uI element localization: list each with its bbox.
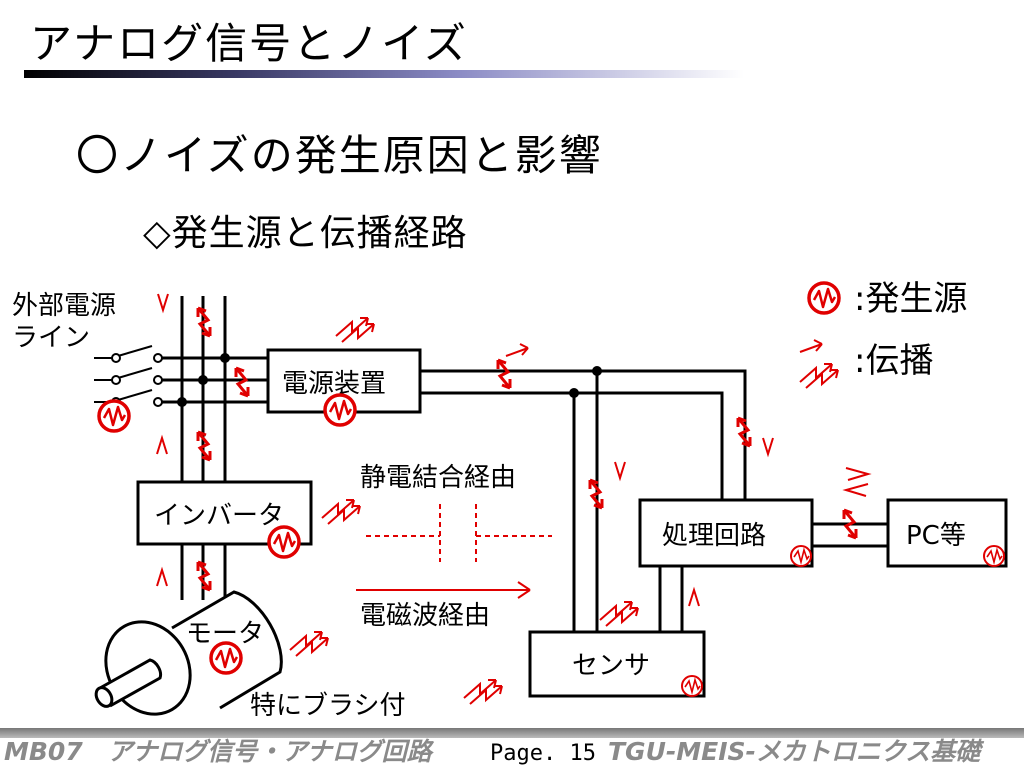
processing-circuit-box bbox=[638, 498, 814, 568]
propagation-arrow-icon bbox=[463, 679, 503, 705]
label-electrostatic-path: 静電結合経由 bbox=[360, 463, 516, 493]
label-pc: PC等 bbox=[906, 521, 966, 551]
noise-source-icon bbox=[209, 641, 243, 675]
electrostatic-coupling-lines bbox=[366, 504, 552, 562]
label-brush-note: 特にブラシ付 bbox=[250, 691, 405, 721]
footer-bar bbox=[0, 728, 1024, 738]
input-switch-lines bbox=[94, 345, 163, 407]
legend-arrow-icon bbox=[799, 339, 823, 353]
noise-source-small-icon bbox=[983, 545, 1005, 567]
legend-source-label: :発生源 bbox=[854, 279, 967, 319]
propagation-arrow-icon bbox=[289, 631, 329, 657]
footer-course: MB07 アナログ信号・アナログ回路 bbox=[4, 737, 432, 766]
sensor-box bbox=[528, 630, 706, 698]
down-arrow-icon bbox=[762, 437, 774, 455]
label-power-supply: 電源装置 bbox=[282, 369, 386, 399]
up-arrow-icon bbox=[156, 569, 168, 587]
up-arrow-icon bbox=[156, 437, 168, 455]
noise-source-icon bbox=[267, 525, 301, 559]
sub-heading: ◇発生源と伝播経路 bbox=[143, 213, 468, 254]
noise-bolt-icon bbox=[234, 366, 250, 398]
label-external-power-line: 外部電源 bbox=[12, 291, 116, 321]
propagation-arrow-icon bbox=[599, 601, 639, 627]
label-sensor: センサ bbox=[572, 651, 650, 681]
propagation-arrow-icon bbox=[335, 317, 375, 343]
label-inverter: インバータ bbox=[154, 501, 284, 531]
legend-propagation-icon bbox=[799, 363, 839, 389]
up-arrow-icon bbox=[688, 589, 700, 607]
propagation-arrow-icon bbox=[321, 499, 361, 525]
legend-source-icon bbox=[807, 281, 841, 315]
noise-source-small-icon bbox=[681, 675, 703, 697]
footer-course-name: TGU-MEIS-メカトロニクス基礎 bbox=[608, 737, 981, 766]
down-arrow-icon bbox=[157, 293, 169, 311]
arrow-right-icon bbox=[505, 343, 529, 357]
pc-link-arrows bbox=[842, 467, 872, 497]
down-arrow-icon bbox=[614, 461, 626, 479]
noise-bolt-icon bbox=[496, 358, 512, 390]
power-bus-lines bbox=[180, 296, 227, 600]
title-underline bbox=[24, 70, 744, 78]
label-electromagnetic-path: 電磁波経由 bbox=[360, 601, 490, 631]
sensor-wiring bbox=[658, 566, 684, 632]
noise-source-icon bbox=[97, 399, 131, 433]
power-wires bbox=[162, 356, 268, 404]
noise-source-small-icon bbox=[790, 545, 812, 567]
section-heading: 〇ノイズの発生原因と影響 bbox=[76, 131, 603, 180]
footer-page-number: Page. 15 bbox=[490, 741, 596, 766]
noise-diagram: 外部電源 ライン 電源装置 bbox=[12, 279, 1008, 721]
slide-title: アナログ信号とノイズ bbox=[30, 19, 468, 68]
label-external-power-line-2: ライン bbox=[12, 323, 90, 353]
supply-wiring bbox=[420, 369, 747, 632]
electromagnetic-arrow bbox=[356, 581, 531, 599]
noise-source-icon bbox=[323, 393, 357, 427]
label-processing-circuit: 処理回路 bbox=[662, 521, 766, 551]
legend-propagation-label: :伝播 bbox=[854, 341, 933, 381]
